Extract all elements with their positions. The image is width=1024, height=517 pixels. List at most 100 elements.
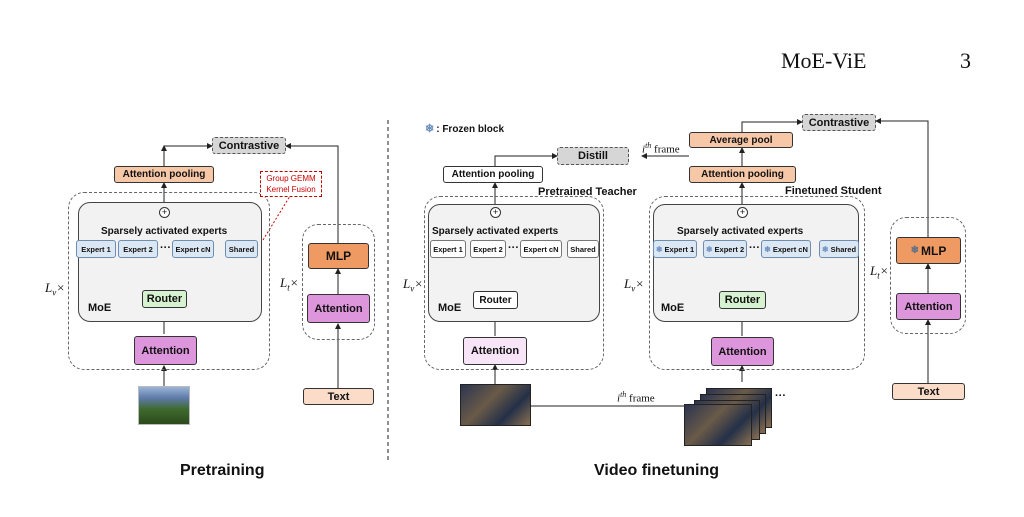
teacher-input-frame (460, 384, 531, 426)
vision-layer-multiplier: Lv× (45, 280, 65, 298)
snowflake-icon: ❄ (821, 244, 829, 254)
note-line-1: Group GEMM (266, 174, 316, 183)
pretrain-attention-pooling-box: Attention pooling (114, 166, 214, 183)
input-image-flower (138, 386, 190, 425)
running-title: MoE-ViE (781, 48, 867, 73)
finetune-text-layer-multiplier: Lt× (870, 263, 889, 281)
student-attention-pooling-box: Attention pooling (689, 166, 796, 183)
sum-node: + (159, 207, 170, 218)
frame-i: i (642, 143, 646, 156)
mult-sub: v (410, 283, 415, 294)
distill-box: Distill (557, 147, 629, 165)
student-sum-node: + (737, 207, 748, 218)
pretrain-text-input-box: Text (303, 388, 374, 405)
snowflake-icon: ❄ (910, 245, 920, 256)
mult-base: L (870, 263, 878, 278)
shared-expert-box: Shared (225, 240, 258, 258)
student-ellipsis: ··· (749, 242, 760, 254)
frame-th: th (645, 141, 652, 150)
mult-sub: t (877, 270, 880, 281)
video-frame-1 (684, 404, 752, 446)
finetune-text-attention-box: Attention (896, 293, 961, 320)
teacher-expert-1-box: Expert 1 (430, 240, 466, 258)
student-expert-cn-box: ❄Expert cN (761, 240, 811, 258)
expert-label: Expert cN (772, 244, 808, 254)
pretraining-caption: Pretraining (180, 462, 265, 479)
pretrain-text-attention-box: Attention (307, 294, 370, 323)
mult-sub: v (631, 283, 636, 294)
pretrain-contrastive-box: Contrastive (212, 137, 286, 154)
note-line-2: Kernel Fusion (266, 185, 316, 194)
finetune-contrastive-box: Contrastive (802, 114, 876, 131)
teacher-expert-cn-box: Expert cN (520, 240, 562, 258)
mult-symbol: × (635, 276, 645, 291)
teacher-sum-node: + (490, 207, 501, 218)
expert-label: Expert 1 (664, 244, 695, 254)
frame-word: frame (651, 143, 680, 156)
expert-label: Shared (830, 244, 857, 254)
frozen-legend-text: : Frozen block (436, 124, 505, 135)
expert-2-box: Expert 2 (118, 240, 158, 258)
mult-base: L (280, 275, 288, 290)
pretrain-attention-box: Attention (134, 336, 197, 365)
student-shared-box: ❄Shared (819, 240, 859, 258)
experts-title: Sparsely activated experts (101, 226, 228, 237)
teacher-experts-title: Sparsely activated experts (432, 226, 559, 237)
ith-frame-label-bottom: ith frame (617, 390, 655, 405)
snowflake-icon: ❄ (764, 244, 771, 254)
mlp-label: MLP (921, 243, 947, 258)
teacher-attention-box: Attention (463, 337, 527, 365)
teacher-shared-box: Shared (567, 240, 599, 258)
moe-label: MoE (88, 302, 112, 314)
student-layer-multiplier: Lv× (624, 276, 644, 294)
page-number: 3 (960, 48, 971, 73)
average-pool-box: Average pool (689, 132, 793, 148)
experts-ellipsis: ··· (160, 242, 171, 254)
video-finetuning-caption: Video finetuning (594, 462, 720, 479)
ith-frame-label-top: ith frame (642, 141, 680, 156)
snowflake-icon: ❄ (655, 244, 663, 254)
student-expert-1-box: ❄Expert 1 (653, 240, 697, 258)
teacher-ellipsis: ··· (508, 242, 519, 254)
pretrain-text-region (302, 224, 375, 340)
student-router-box: Router (719, 291, 766, 309)
frame-i: i (617, 392, 621, 405)
teacher-layer-multiplier: Lv× (403, 276, 423, 294)
mult-symbol: × (289, 275, 299, 290)
mult-symbol: × (56, 280, 66, 295)
mult-sub: v (52, 287, 57, 298)
student-region (649, 196, 865, 370)
pretrain-mlp-box: MLP (308, 243, 369, 269)
group-gemm-note: Group GEMM Kernel Fusion (260, 171, 322, 197)
student-attention-box: Attention (711, 337, 774, 366)
router-box: Router (142, 290, 187, 308)
mult-symbol: × (414, 276, 424, 291)
frame-word: frame (626, 392, 655, 405)
pretrain-vision-region (68, 192, 270, 370)
mult-base: L (45, 280, 53, 295)
frozen-legend: ❄: Frozen block (425, 122, 504, 135)
mult-base: L (624, 276, 632, 291)
teacher-router-box: Router (473, 291, 518, 309)
mult-symbol: × (879, 263, 889, 278)
student-expert-2-box: ❄Expert 2 (703, 240, 747, 258)
snowflake-icon: ❄ (705, 244, 713, 254)
teacher-attention-pooling-box: Attention pooling (443, 166, 543, 183)
snowflake-icon: ❄ (425, 123, 435, 135)
student-moe-label: MoE (661, 302, 685, 314)
student-moe-block (653, 204, 859, 322)
finetune-mlp-box: ❄MLP (896, 237, 961, 264)
teacher-moe-label: MoE (438, 302, 462, 314)
expert-1-box: Expert 1 (76, 240, 116, 258)
mult-sub: t (287, 282, 290, 293)
teacher-title: Pretrained Teacher (538, 186, 637, 198)
text-layer-multiplier: Lt× (280, 275, 299, 293)
frame-th: th (620, 390, 627, 399)
frames-ellipsis: ··· (775, 390, 786, 402)
teacher-expert-2-box: Expert 2 (470, 240, 506, 258)
student-title: Finetuned Student (785, 185, 882, 197)
expert-label: Expert 2 (714, 244, 745, 254)
finetune-text-input-box: Text (892, 383, 965, 400)
mult-base: L (403, 276, 411, 291)
